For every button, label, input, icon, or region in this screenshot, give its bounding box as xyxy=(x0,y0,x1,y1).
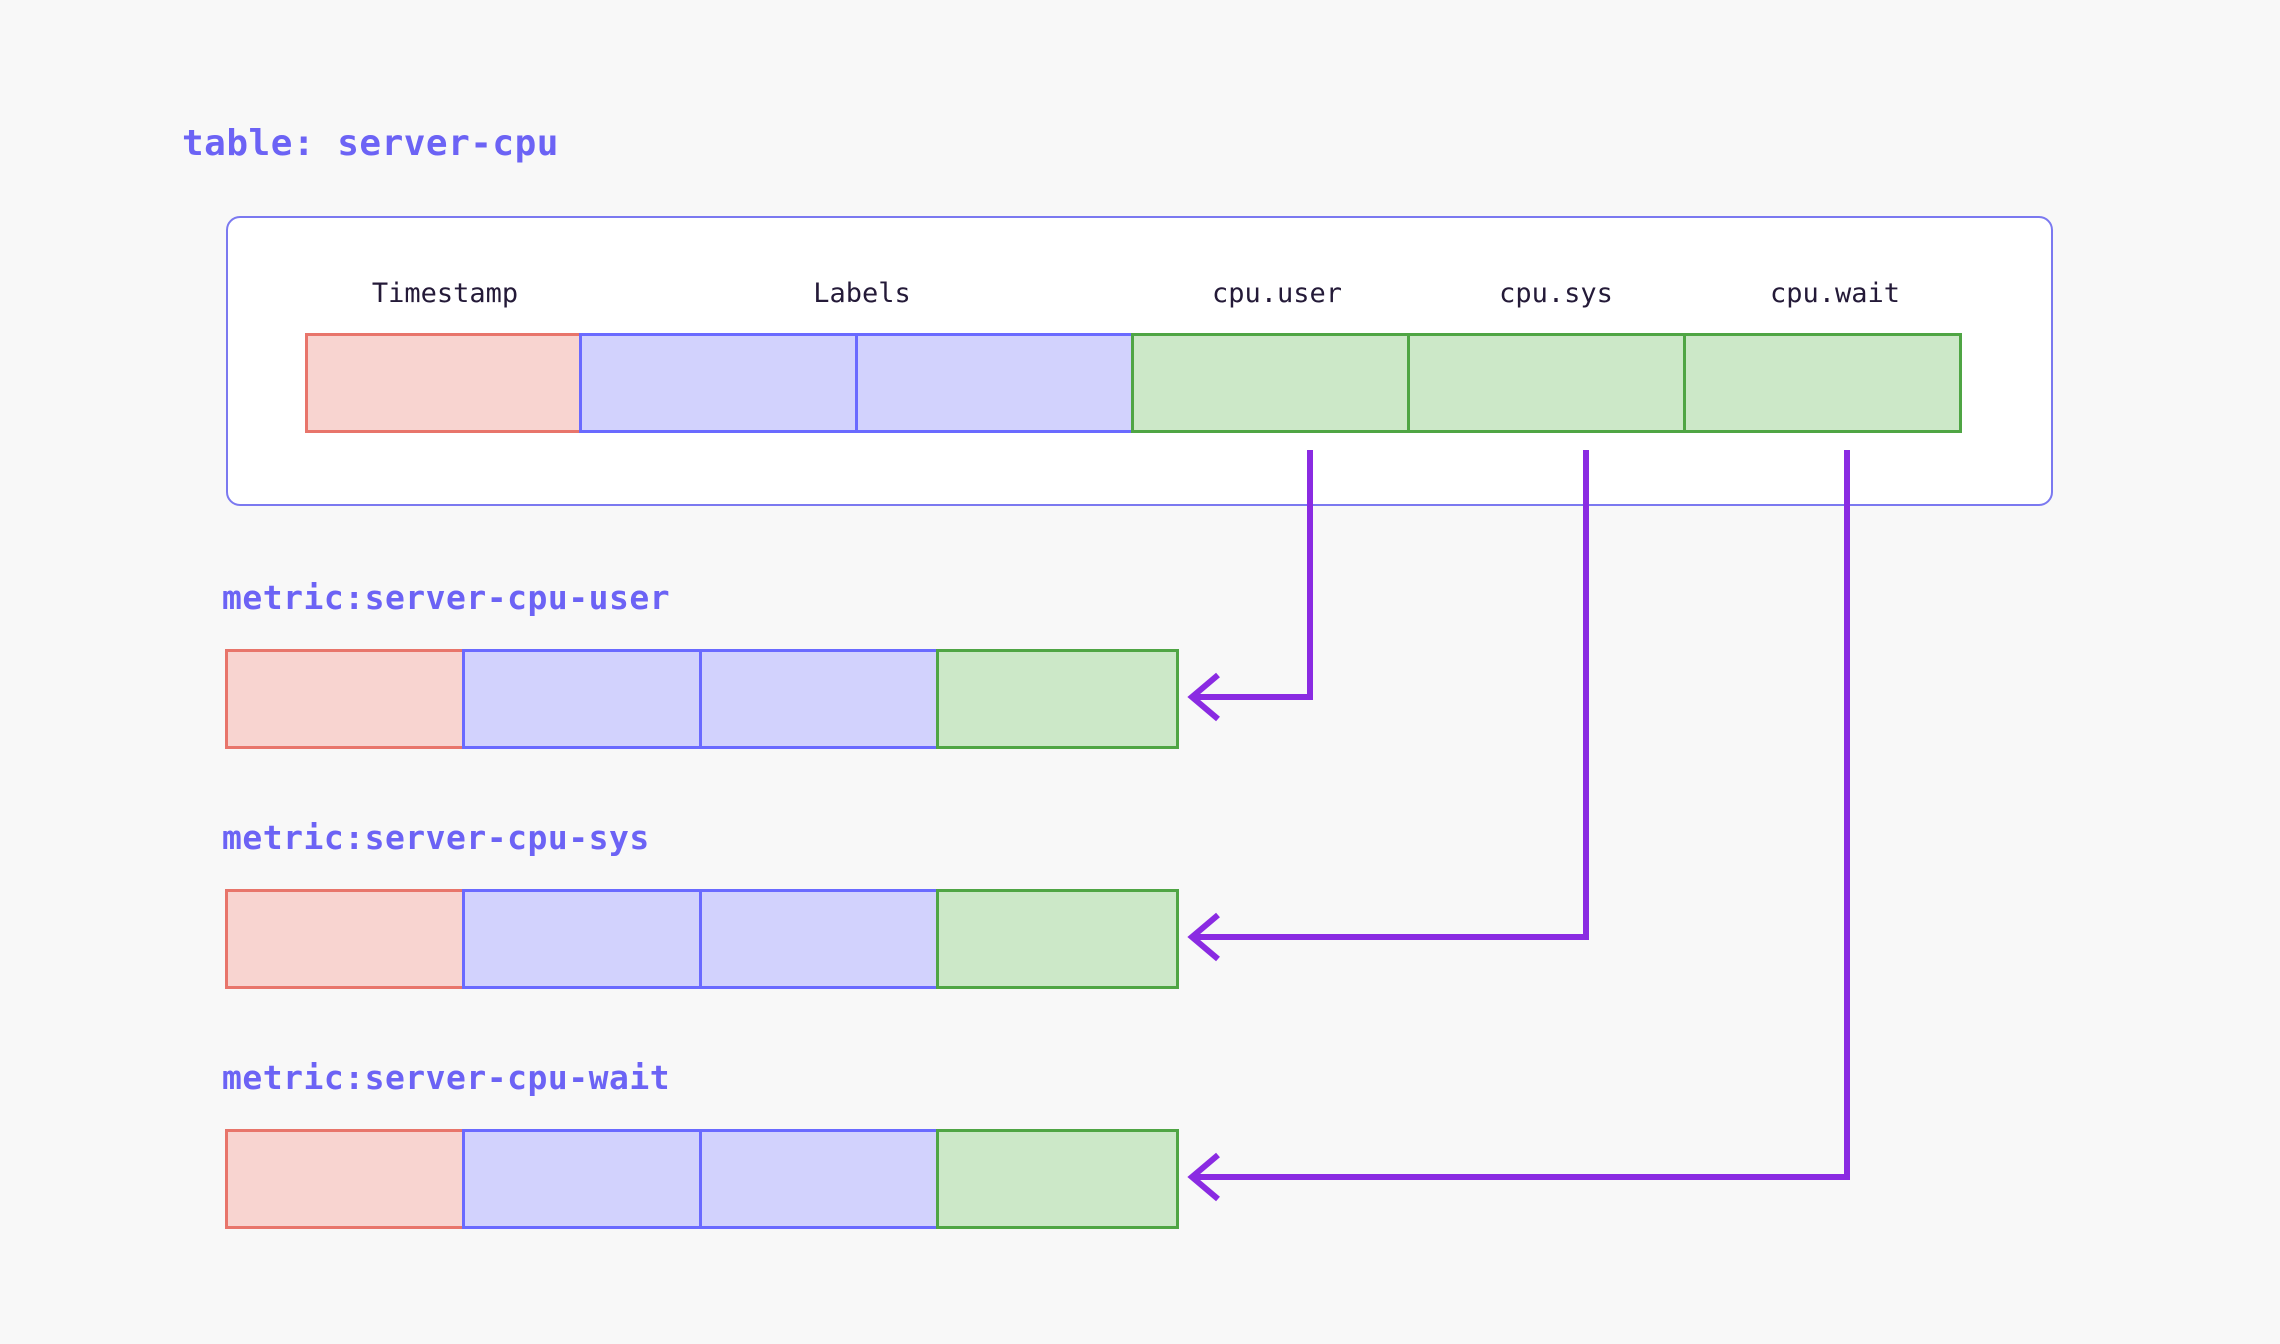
table-row xyxy=(305,333,1962,433)
column-header-cpu-sys: cpu.sys xyxy=(1499,278,1613,309)
column-header-Timestamp: Timestamp xyxy=(371,278,519,309)
metric-cell-blue xyxy=(462,1129,702,1229)
metric-cell-blue xyxy=(699,649,939,749)
table-cell-blue xyxy=(579,333,858,433)
table-cell-green xyxy=(1683,333,1962,433)
metric-cell-blue xyxy=(699,889,939,989)
table-cell-green xyxy=(1131,333,1410,433)
table-cell-blue xyxy=(855,333,1134,433)
table-column-headers: Timestamp Labels cpu.user cpu.sys cpu.wait xyxy=(226,278,2053,322)
metric-cell-red xyxy=(225,889,465,989)
arrow-cpu-sys xyxy=(1187,450,1589,962)
metric-cell-blue xyxy=(462,649,702,749)
metric-cell-red xyxy=(225,1129,465,1229)
column-header-Labels: Labels xyxy=(813,278,911,309)
column-header-cpu-wait: cpu.wait xyxy=(1769,278,1901,309)
arrow-cpu-wait xyxy=(1187,450,1850,1202)
table-cell-green xyxy=(1407,333,1686,433)
metric-cell-blue xyxy=(699,1129,939,1229)
metric-cell-green xyxy=(936,649,1179,749)
metric-cell-red xyxy=(225,649,465,749)
metric-cell-green xyxy=(936,889,1179,989)
metric-cell-green xyxy=(936,1129,1179,1229)
metric-title-cpu-wait: metric:server-cpu-wait xyxy=(222,1058,671,1097)
metric-row xyxy=(225,649,1179,749)
metric-cell-blue xyxy=(462,889,702,989)
table-title: table: server-cpu xyxy=(182,123,559,164)
metric-row xyxy=(225,1129,1179,1229)
table-cell-red xyxy=(305,333,582,433)
metric-title-cpu-sys: metric:server-cpu-sys xyxy=(222,818,650,857)
column-header-cpu-user: cpu.user xyxy=(1211,278,1343,309)
metric-title-cpu-user: metric:server-cpu-user xyxy=(222,578,671,617)
metric-row xyxy=(225,889,1179,989)
arrowhead-icon xyxy=(1187,672,1220,722)
arrowhead-icon xyxy=(1187,912,1220,962)
arrowhead-icon xyxy=(1187,1152,1220,1202)
